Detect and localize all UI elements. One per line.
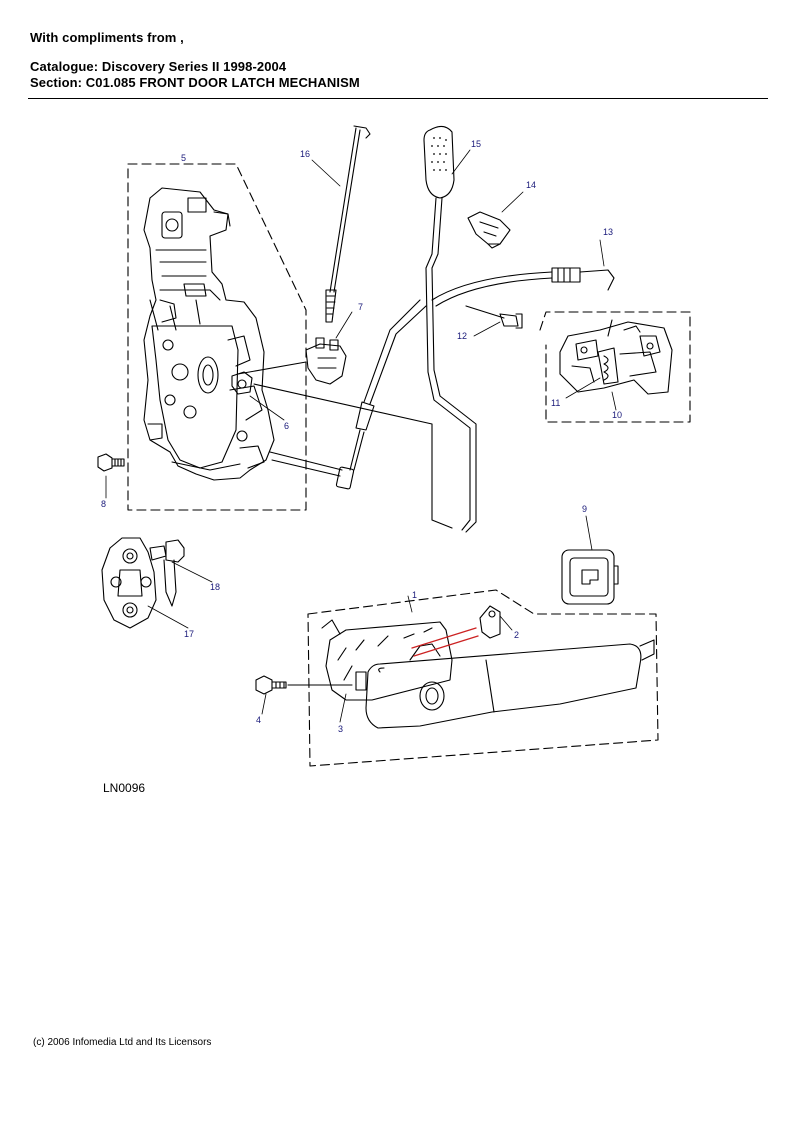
callout-10: 10: [612, 410, 622, 420]
handle-link-indicator: [411, 627, 479, 657]
bracket-assembly-frame: [539, 311, 691, 423]
rod-clip: [305, 337, 347, 385]
callout-3: 3: [338, 724, 343, 734]
callout-labels: 1 2 3 4 5 6 7 8 9 10 11 12 13 14 15 16 1…: [101, 139, 622, 734]
door-latch-assembly: [143, 187, 275, 481]
copyright-notice: (c) 2006 Infomedia Ltd and Its Licensors: [33, 1037, 212, 1048]
exterior-door-handle: [321, 619, 655, 729]
handle-screw: [255, 675, 353, 695]
keyhole-seal: [561, 549, 619, 605]
header-divider: [28, 98, 768, 99]
callout-18: 18: [210, 582, 220, 592]
callout-4: 4: [256, 715, 261, 725]
pop-rivet: [465, 305, 523, 329]
callout-16: 16: [300, 149, 310, 159]
callout-15: 15: [471, 139, 481, 149]
callout-14: 14: [526, 180, 536, 190]
diagram-reference: LN0096: [103, 781, 146, 795]
callout-17: 17: [184, 629, 194, 639]
door-striker: [101, 537, 157, 629]
handle-clip: [479, 605, 501, 639]
section-title: Section: C01.085 FRONT DOOR LATCH MECHAN…: [30, 75, 360, 90]
callout-12: 12: [457, 331, 467, 341]
callout-5: 5: [181, 153, 186, 163]
callout-6: 6: [284, 421, 289, 431]
latch-bracket: [559, 319, 673, 395]
callout-2: 2: [514, 630, 519, 640]
cable-retainer-clip: [467, 211, 511, 249]
release-cable: [269, 299, 427, 490]
leader-lines: [105, 149, 617, 723]
callout-9: 9: [582, 504, 587, 514]
cable-clip: [231, 371, 253, 395]
callout-13: 13: [603, 227, 613, 237]
compliments-line: With compliments from ,: [30, 30, 184, 45]
handle-assembly-frame: [307, 589, 659, 767]
callout-8: 8: [101, 499, 106, 509]
catalogue-line: Catalogue: Discovery Series II 1998-2004: [30, 59, 287, 74]
callout-7: 7: [358, 302, 363, 312]
striker-bolt: [149, 539, 185, 607]
latch-assembly-frame: [127, 163, 307, 511]
locking-rod: [325, 125, 371, 323]
latch-screw: [97, 453, 125, 472]
cable-assembly: [431, 267, 615, 307]
inner-release-cable: [423, 125, 477, 533]
callout-1: 1: [412, 590, 417, 600]
callout-11: 11: [551, 398, 560, 408]
